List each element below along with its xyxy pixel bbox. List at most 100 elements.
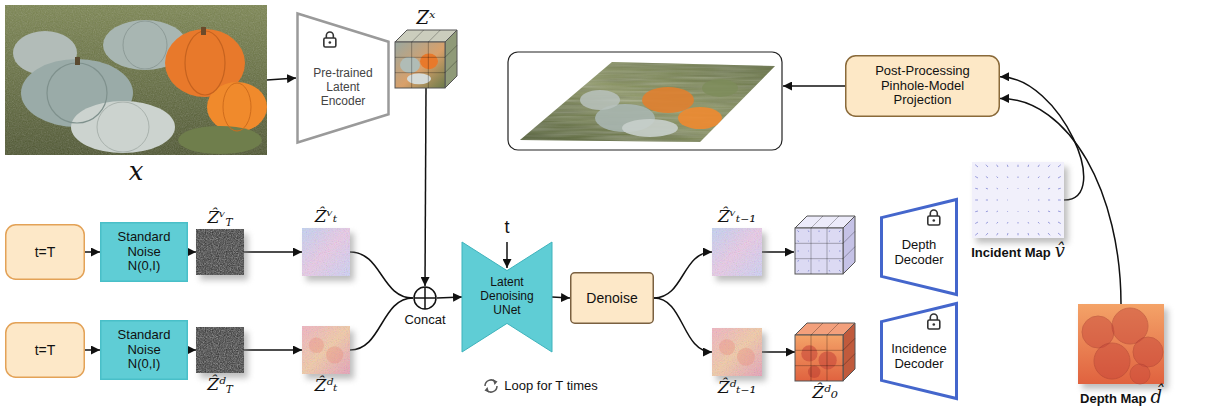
label-group: t=T [5, 224, 85, 280]
encoder-trapezoid: Pre-trained Latent Encoder [296, 12, 390, 144]
node-shape [712, 228, 762, 276]
label-group: ẐᵛT [207, 208, 232, 228]
label-group: Ẑᵛₜ [315, 207, 337, 227]
math-label: Ẑᵈₜ [315, 376, 338, 396]
node-shape [972, 162, 1064, 238]
arrow-connector [437, 297, 462, 298]
node-shape [413, 286, 437, 310]
noise-latent: ẐᵈT [196, 327, 244, 373]
incident-map: Incident Mapv̂ [972, 162, 1064, 238]
node-label: t=T [35, 342, 56, 358]
node-label: Latent Denoising UNet [471, 276, 543, 317]
arrow-connector [85, 349, 100, 351]
math-label: Ẑᵛₜ₋₁ [718, 207, 756, 227]
label-group: Ẑᵈ₀ [812, 383, 837, 403]
decoder-trapezoid: Incidence Decoder [880, 302, 958, 400]
arrow-connector [188, 251, 196, 253]
label-group: Loop for T times [295, 377, 785, 395]
label-group: Incidence Decoder [880, 308, 958, 406]
label-group: Incident Map v̂ [971, 241, 1065, 262]
arrow-line [506, 242, 508, 268]
arrow-connector [552, 297, 570, 298]
arrow-connector [244, 251, 302, 253]
arrow-connector [267, 78, 296, 80]
latent-image: Ẑᵈₜ [302, 326, 350, 374]
arrow-connector [188, 349, 196, 351]
node-label: Incidence Decoder [886, 342, 952, 372]
label-group: t=T [5, 322, 85, 378]
timestep-box: t=T [5, 322, 85, 378]
math-label: d̂ [1150, 387, 1162, 408]
concat-symbol: Concat [413, 286, 437, 310]
process-box: Denoise [570, 272, 654, 324]
noise-box: Standard Noise N(0,I) [100, 222, 188, 282]
latent-cube: Ẑᵈ₀ [795, 323, 855, 381]
node-shape [712, 328, 762, 376]
latent-cube: Zˣ [395, 30, 457, 88]
node-shape [5, 5, 267, 155]
arrow-connector [654, 252, 712, 298]
node-label: t=T [35, 244, 56, 260]
timestep-box: t=T [5, 224, 85, 280]
label-group: ẐᵈT [207, 375, 233, 395]
point-cloud-panel [508, 52, 782, 150]
label-group: Denoise [570, 272, 654, 324]
math-label: x [129, 157, 144, 187]
node-label: Depth Decoder [886, 238, 952, 268]
math-label: Ẑᵈₜ₋₁ [718, 378, 757, 398]
math-label: Ẑᵈ₀ [812, 383, 837, 403]
node-label: Pre-trained Latent Encoder [310, 67, 376, 108]
node-label: Denoise [586, 290, 637, 306]
time-label: t [504, 217, 509, 238]
node-shape [302, 228, 350, 276]
arrow-connector [654, 298, 712, 352]
arrow-connector [244, 349, 302, 351]
latent-image: Ẑᵈₜ₋₁ [712, 328, 762, 376]
node-shape [302, 326, 350, 374]
label-group: Concat [404, 313, 445, 328]
label-group: Pre-trained Latent Encoder [296, 22, 390, 154]
process-box: Post-Processing Pinhole-Model Projection [845, 55, 1000, 117]
node-label: Standard Noise N(0,I) [112, 230, 176, 275]
label-group: Latent Denoising UNet [462, 242, 552, 352]
node-label: Post-Processing Pinhole-Model Projection [853, 64, 993, 109]
math-label: ẐᵛT [207, 208, 232, 228]
arrow-connector [350, 252, 413, 298]
label-group: Ẑᵛₜ₋₁ [718, 207, 756, 227]
label-group: Depth Mapd̂ [1080, 387, 1162, 408]
math-label: ẐᵈT [207, 375, 233, 395]
latent-image: Ẑᵛₜ₋₁ [712, 228, 762, 276]
arrow-line [783, 85, 845, 87]
node-shape [196, 229, 244, 275]
node-label: Loop for T times [504, 379, 597, 394]
node-shape [795, 323, 855, 381]
label-group: Depth Decoder [880, 204, 958, 302]
input-image: x [5, 5, 267, 155]
node-shape [1078, 304, 1164, 384]
node-label: Incident Map [971, 246, 1050, 261]
label-group: Standard Noise N(0,I) [100, 320, 188, 380]
latent-cube [795, 216, 855, 274]
node-shape [196, 327, 244, 373]
label-group: Post-Processing Pinhole-Model Projection [845, 55, 1000, 117]
depth-map: Depth Mapd̂ [1078, 304, 1164, 384]
node-shape [395, 30, 457, 88]
math-label: Zˣ [417, 8, 436, 29]
noise-box: Standard Noise N(0,I) [100, 320, 188, 380]
noise-latent: ẐᵛT [196, 229, 244, 275]
math-label: Ẑᵛₜ [315, 207, 337, 227]
label-group: Zˣ [417, 8, 436, 29]
loop-region: Loop for T times ẐᵛₜẐᵈₜ Concat Latent Denoi… [295, 198, 785, 402]
node-label: Standard Noise N(0,I) [112, 328, 176, 373]
decoder-trapezoid: Depth Decoder [880, 198, 958, 296]
label-group: x [129, 157, 144, 187]
arrow-connector [762, 351, 795, 353]
loop-icon [482, 377, 500, 395]
arrow-connector [85, 251, 100, 253]
latent-image: Ẑᵛₜ [302, 228, 350, 276]
arrow-connector [425, 88, 426, 286]
unet-shape: Latent Denoising UNet [462, 242, 552, 352]
math-label: v̂ [1055, 241, 1065, 262]
arrow-connector [350, 298, 413, 350]
node-label: Concat [404, 313, 445, 328]
